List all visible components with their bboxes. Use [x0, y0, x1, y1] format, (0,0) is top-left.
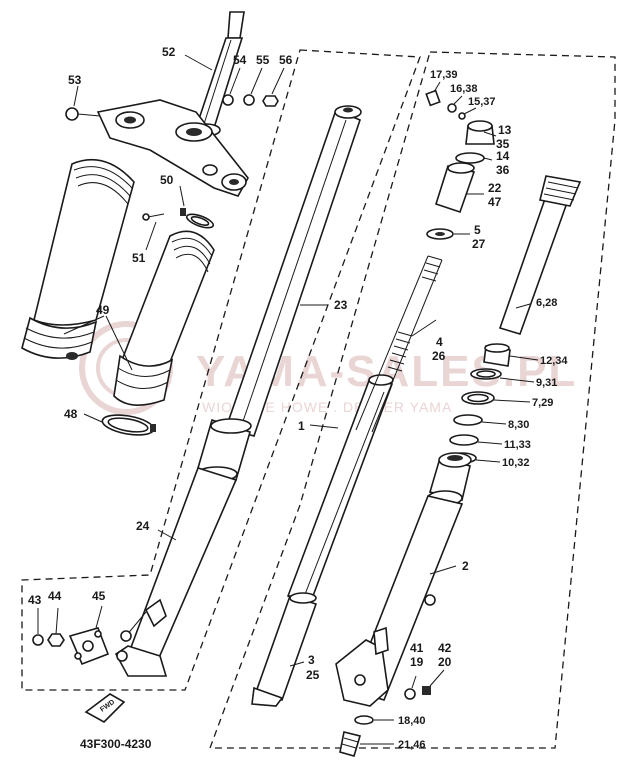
callout-50: 50	[160, 173, 174, 187]
steering-stem	[191, 11, 245, 137]
callout-26: 26	[432, 349, 446, 363]
clamp-band-48	[83, 413, 156, 436]
callout-24: 24	[136, 519, 150, 533]
callout-17-39: 17,39	[430, 69, 458, 81]
fork-boot-left	[21, 158, 135, 360]
callout-47: 47	[488, 195, 502, 209]
callout-19: 19	[410, 655, 424, 669]
callout-14: 14	[496, 149, 510, 163]
callout-11-33: 11,33	[504, 439, 531, 451]
left-group-outline	[21, 49, 421, 691]
diagram-code: 43F300-4230	[80, 737, 152, 751]
nuts-43-44	[32, 607, 65, 647]
bolt-20	[422, 669, 445, 695]
callout-56: 56	[279, 53, 293, 67]
callout-52: 52	[162, 45, 176, 59]
callout-55: 55	[256, 53, 270, 67]
callout-54: 54	[233, 53, 247, 67]
callout-49: 49	[96, 303, 110, 317]
callout-1: 1	[298, 419, 305, 433]
callout-9-31: 9,31	[536, 377, 557, 389]
callout-18-40: 18,40	[398, 715, 426, 727]
callout-8-30: 8,30	[508, 419, 529, 431]
outer-tube-left	[114, 105, 362, 677]
callout-22: 22	[488, 181, 502, 195]
callout-2: 2	[462, 559, 469, 573]
damper-bolt-21	[339, 731, 394, 757]
callout-6-28: 6,28	[536, 297, 557, 309]
callout-48: 48	[64, 407, 78, 421]
callout-36: 36	[496, 163, 510, 177]
fork-spring-lower	[387, 331, 413, 372]
right-group-outline	[209, 51, 616, 749]
callout-43: 43	[28, 593, 42, 607]
callout-21-46: 21,46	[398, 739, 426, 751]
callout-5: 5	[474, 223, 481, 237]
callout-4: 4	[436, 335, 443, 349]
fork-boot-right	[63, 230, 215, 406]
callout-labels: 52 53 54 55 56 50 51 49 48 23 24 43 44 4…	[28, 45, 568, 751]
outer-tube-right	[335, 452, 472, 707]
cap-bolt-13	[465, 120, 497, 145]
callout-10-32: 10,32	[502, 457, 530, 469]
callout-53: 53	[68, 73, 82, 87]
bolt-53	[65, 107, 101, 121]
callout-16-38: 16,38	[450, 83, 478, 95]
cap-parts-17-15	[425, 81, 477, 120]
callout-20: 20	[438, 655, 452, 669]
callout-15-37: 15,37	[468, 96, 496, 108]
bolt-19	[404, 675, 417, 700]
damper-rod-3	[251, 592, 318, 707]
callout-44: 44	[48, 589, 62, 603]
under-bracket	[96, 99, 249, 197]
callout-25: 25	[306, 668, 320, 682]
gasket-18	[354, 715, 394, 725]
o-ring-14	[455, 152, 493, 164]
bolt-51	[142, 213, 165, 251]
callout-3: 3	[308, 653, 315, 667]
callout-42: 42	[438, 641, 452, 655]
seat-5	[426, 228, 470, 240]
callout-27: 27	[472, 237, 486, 251]
callout-23: 23	[334, 298, 348, 312]
axle-holder-45	[68, 605, 110, 666]
callout-41: 41	[410, 641, 424, 655]
fork-spring-upper	[355, 255, 443, 433]
callout-12-34: 12,34	[540, 355, 568, 367]
seal-stack	[447, 343, 539, 464]
callout-7-29: 7,29	[532, 397, 553, 409]
callout-35: 35	[496, 137, 510, 151]
spacer-22	[435, 162, 484, 214]
inner-tube-right	[498, 175, 582, 335]
callout-51: 51	[132, 251, 146, 265]
callout-45: 45	[92, 589, 106, 603]
front-arrow-icon: FWD	[84, 693, 126, 723]
fasteners-54-56	[222, 67, 285, 107]
callout-13: 13	[498, 123, 512, 137]
clamp-50	[179, 185, 215, 229]
